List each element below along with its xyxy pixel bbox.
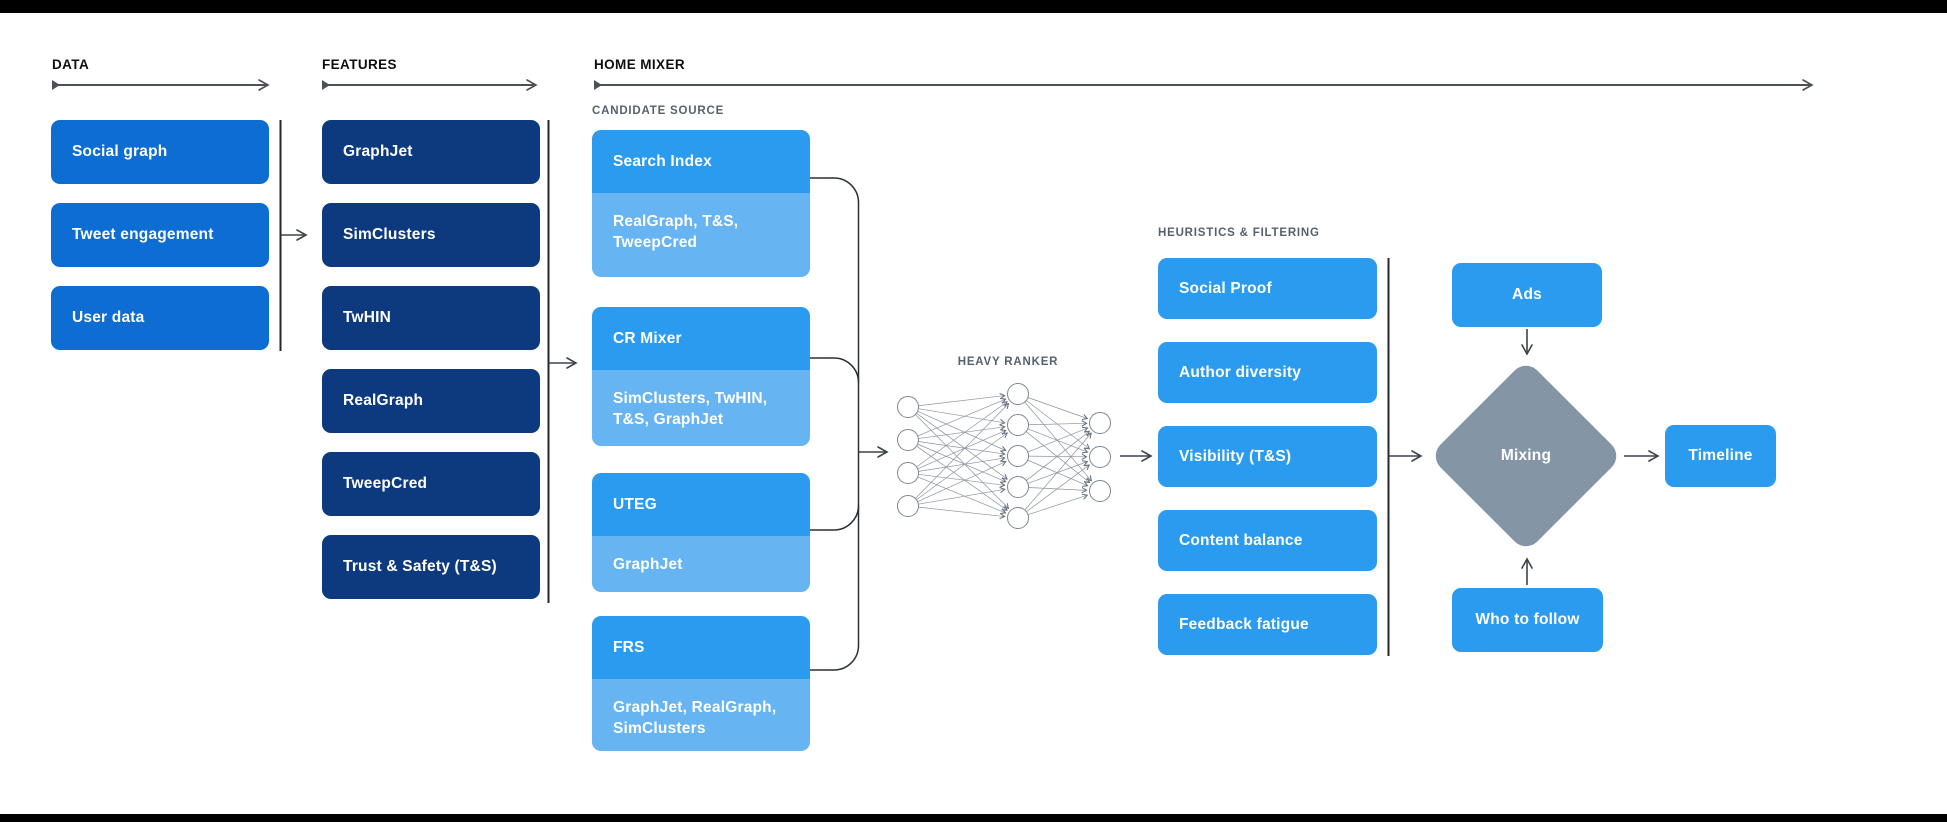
heuristic-box: Content balance xyxy=(1158,510,1377,571)
feature-box: TwHIN xyxy=(322,286,540,350)
candidate-source-header: CANDIDATE SOURCE xyxy=(592,105,725,117)
candidate-sub-label: SimClusters, TwHIN, T&S, GraphJet xyxy=(592,370,810,446)
candidate-main-label: Search Index xyxy=(592,130,810,193)
candidate-main-label: FRS xyxy=(592,616,810,679)
data-box: User data xyxy=(51,286,269,350)
home-mixer-header: HOME MIXER xyxy=(594,57,686,72)
features-header: FEATURES xyxy=(322,57,397,72)
ads-box: Ads xyxy=(1452,263,1602,327)
feature-box: RealGraph xyxy=(322,369,540,433)
feature-box: Trust & Safety (T&S) xyxy=(322,535,540,599)
heuristics-header: HEURISTICS & FILTERING xyxy=(1158,227,1320,239)
heuristic-box: Author diversity xyxy=(1158,342,1377,403)
candidate-sub-label: GraphJet xyxy=(592,536,810,592)
mixing-diamond-label: Mixing xyxy=(1500,447,1552,464)
candidate-sub-label: GraphJet, RealGraph, SimClusters xyxy=(592,679,810,751)
heuristic-box: Visibility (T&S) xyxy=(1158,426,1377,487)
heavy-ranker-header: HEAVY RANKER xyxy=(957,356,1059,368)
candidate-sub-label: RealGraph, T&S, TweepCred xyxy=(592,193,810,277)
who-to-follow-box: Who to follow xyxy=(1452,588,1603,652)
letterbox-top xyxy=(0,0,1947,13)
feature-box: TweepCred xyxy=(322,452,540,516)
data-box: Tweet engagement xyxy=(51,203,269,267)
candidate-main-label: UTEG xyxy=(592,473,810,536)
letterbox-bottom xyxy=(0,814,1947,822)
heuristic-box: Social Proof xyxy=(1158,258,1377,319)
heuristic-box: Feedback fatigue xyxy=(1158,594,1377,655)
data-header: DATA xyxy=(52,57,90,72)
data-box: Social graph xyxy=(51,120,269,184)
timeline-box: Timeline xyxy=(1665,425,1776,487)
feature-box: GraphJet xyxy=(322,120,540,184)
feature-box: SimClusters xyxy=(322,203,540,267)
candidate-main-label: CR Mixer xyxy=(592,307,810,370)
